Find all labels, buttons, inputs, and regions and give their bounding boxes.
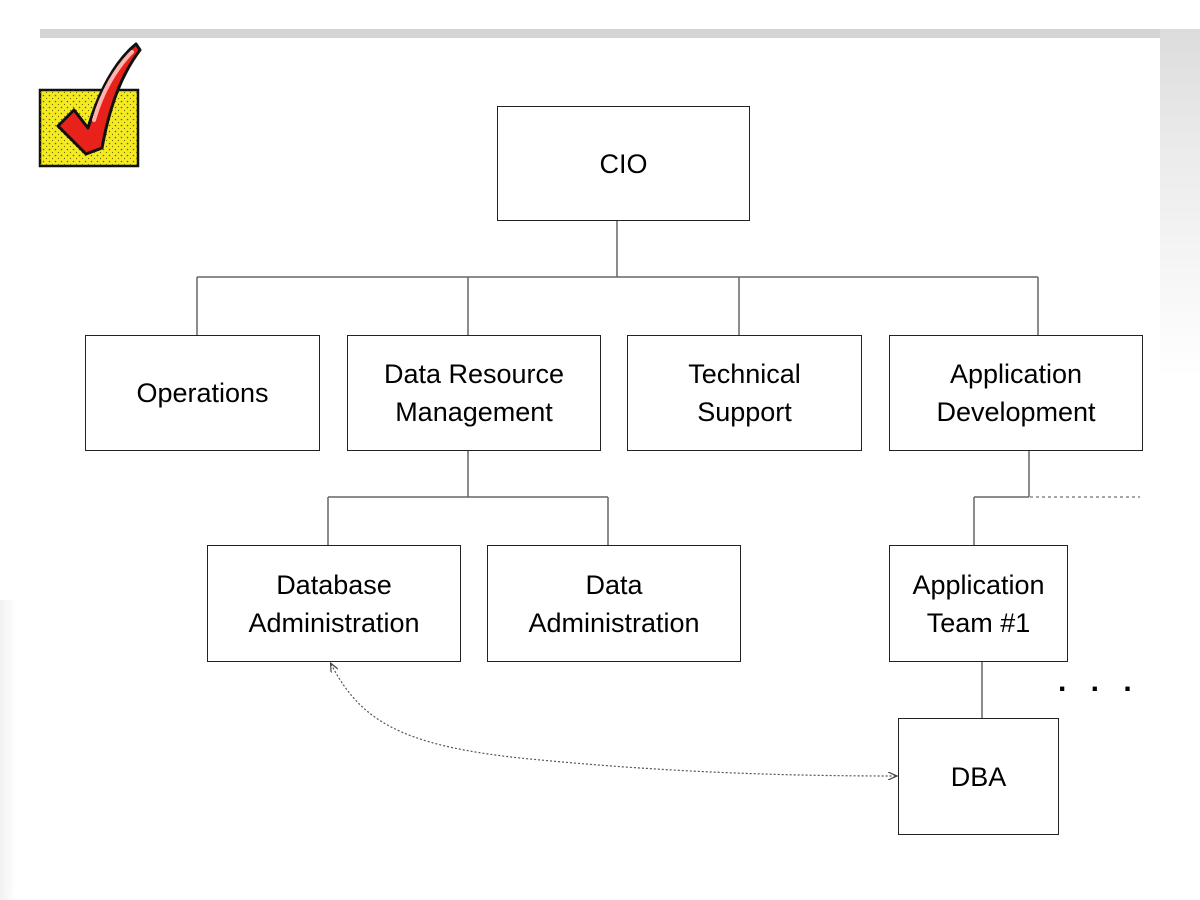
node-cio-label: CIO bbox=[599, 148, 648, 179]
right-edge-shade bbox=[1160, 29, 1200, 900]
node-application-team-1: Application Team #1 bbox=[889, 545, 1068, 662]
node-data-resource-management-line1: Data Resource bbox=[383, 359, 565, 389]
node-data-administration: Data Administration bbox=[487, 545, 741, 662]
node-cio: CIO bbox=[497, 106, 750, 221]
node-data-administration-line2: Administration bbox=[528, 607, 700, 638]
node-dba: DBA bbox=[898, 718, 1059, 835]
node-operations-label: Operations bbox=[136, 378, 269, 408]
node-data-administration-line1: Data bbox=[585, 569, 643, 600]
node-application-team-1-line1: Application bbox=[912, 569, 1045, 600]
top-border-bar bbox=[40, 29, 1160, 38]
node-data-resource-management: Data Resource Management bbox=[347, 335, 601, 451]
node-dba-label: DBA bbox=[950, 761, 1007, 792]
node-technical-support-line1: Technical bbox=[688, 359, 801, 389]
node-application-team-1-line2: Team #1 bbox=[926, 607, 1031, 638]
node-database-administration-line2: Administration bbox=[248, 607, 420, 638]
node-database-administration-line1: Database bbox=[276, 569, 392, 600]
node-application-development-line1: Application bbox=[949, 359, 1083, 389]
red-checkmark-icon bbox=[38, 42, 142, 168]
node-technical-support-line2: Support bbox=[697, 397, 792, 427]
node-operations: Operations bbox=[85, 335, 320, 451]
node-database-administration: Database Administration bbox=[207, 545, 461, 662]
more-teams-ellipsis: . . . bbox=[1058, 665, 1140, 698]
node-technical-support: Technical Support bbox=[627, 335, 862, 451]
left-edge-shade bbox=[0, 600, 16, 900]
dotted-relationship-arrow bbox=[331, 664, 896, 776]
node-application-development-line2: Development bbox=[936, 397, 1096, 427]
node-data-resource-management-line2: Management bbox=[395, 397, 553, 427]
node-application-development: Application Development bbox=[889, 335, 1143, 451]
